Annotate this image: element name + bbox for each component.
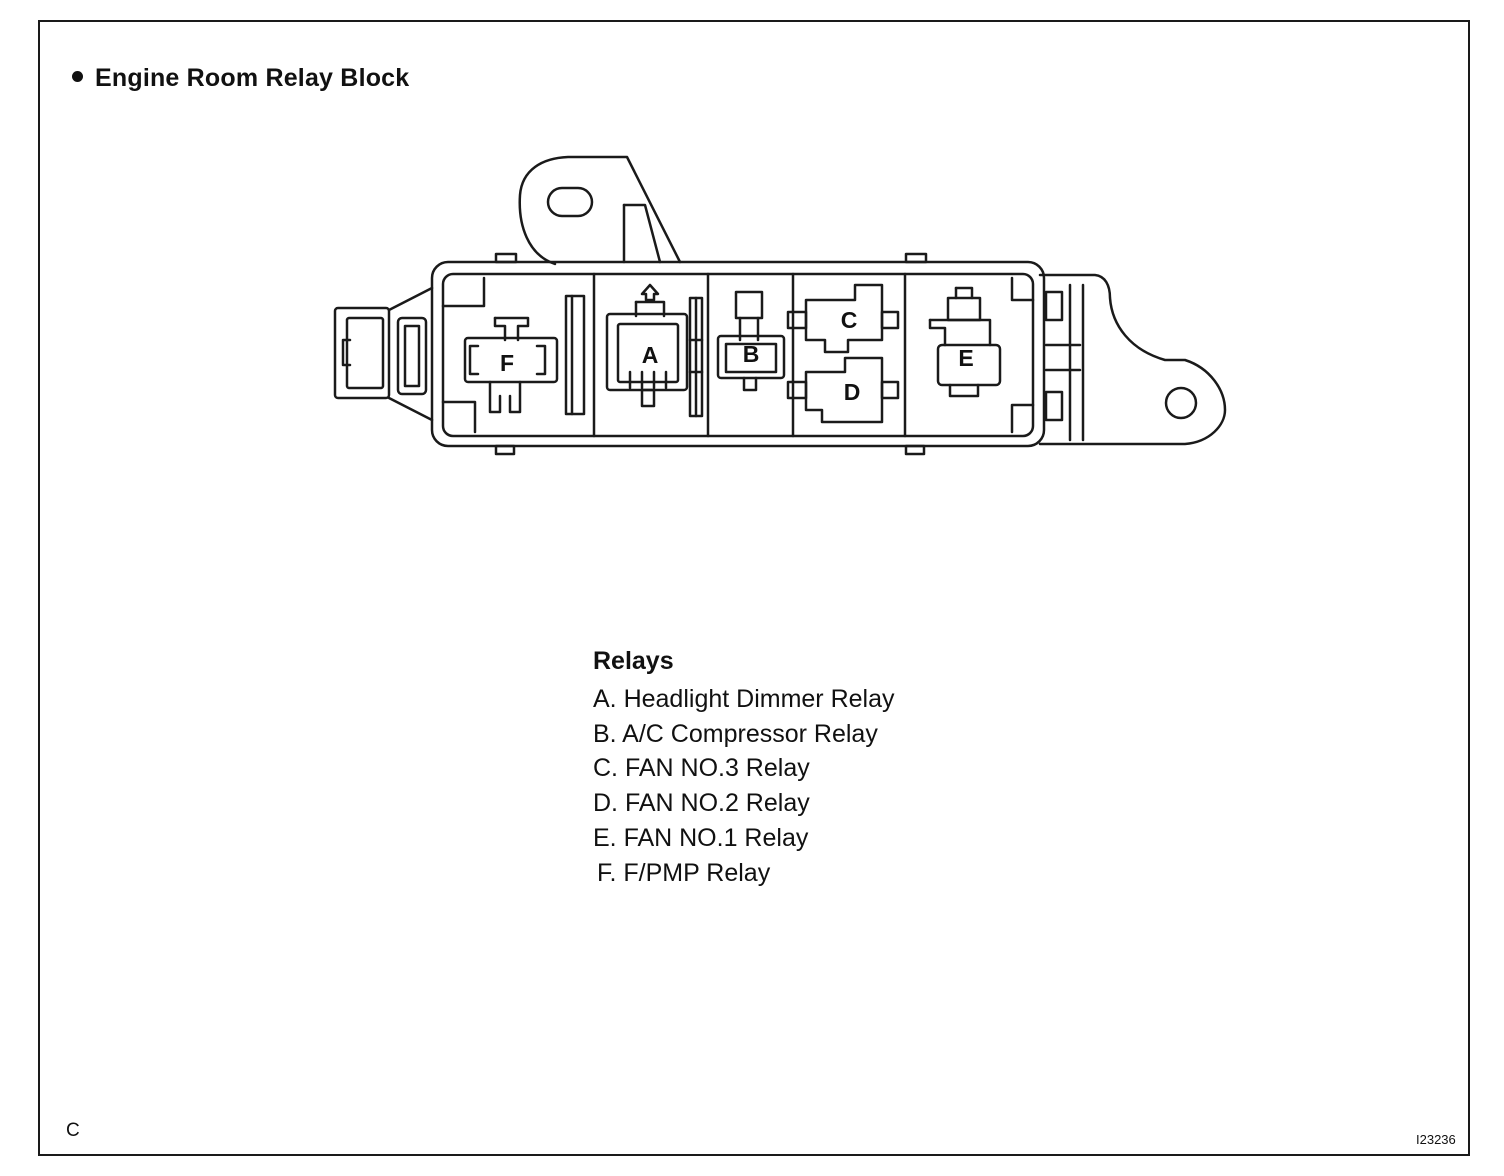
title-text: Engine Room Relay Block (95, 64, 410, 92)
legend-heading: Relays (593, 647, 674, 675)
relay-label-e: E (958, 345, 973, 371)
bullet-icon (72, 71, 83, 82)
legend-item-f: F. F/PMP Relay (597, 858, 771, 887)
corner-label: C (66, 1120, 80, 1141)
relay-label-c: C (841, 307, 858, 333)
relay-label-f: F (500, 350, 514, 376)
legend-item-b: B. A/C Compressor Relay (593, 719, 878, 748)
legend-item-c: C. FAN NO.3 Relay (593, 754, 810, 783)
relay-block-housing (430, 252, 1046, 456)
right-mounting-ear (1038, 273, 1227, 446)
page-title: Engine Room Relay Block (72, 64, 409, 93)
relay-e (928, 286, 1002, 398)
relay-label-d: D (844, 379, 861, 405)
legend-item-a: A. Headlight Dimmer Relay (593, 684, 895, 713)
figure-code: I23236 (1416, 1132, 1456, 1147)
relay-legend: Relays A. Headlight Dimmer Relay B. A/C … (593, 644, 895, 891)
legend-item-d: D. FAN NO.2 Relay (593, 789, 810, 818)
relay-c (786, 283, 900, 354)
relay-d (786, 356, 900, 424)
relay-label-a: A (642, 342, 659, 368)
relay-b (716, 290, 786, 392)
relay-a (605, 283, 689, 408)
figure-frame (38, 20, 1470, 1156)
left-connector (333, 286, 434, 422)
relay-label-b: B (743, 341, 760, 367)
relay-f (463, 316, 559, 414)
legend-item-e: E. FAN NO.1 Relay (593, 823, 809, 852)
mounting-bracket (518, 155, 682, 266)
